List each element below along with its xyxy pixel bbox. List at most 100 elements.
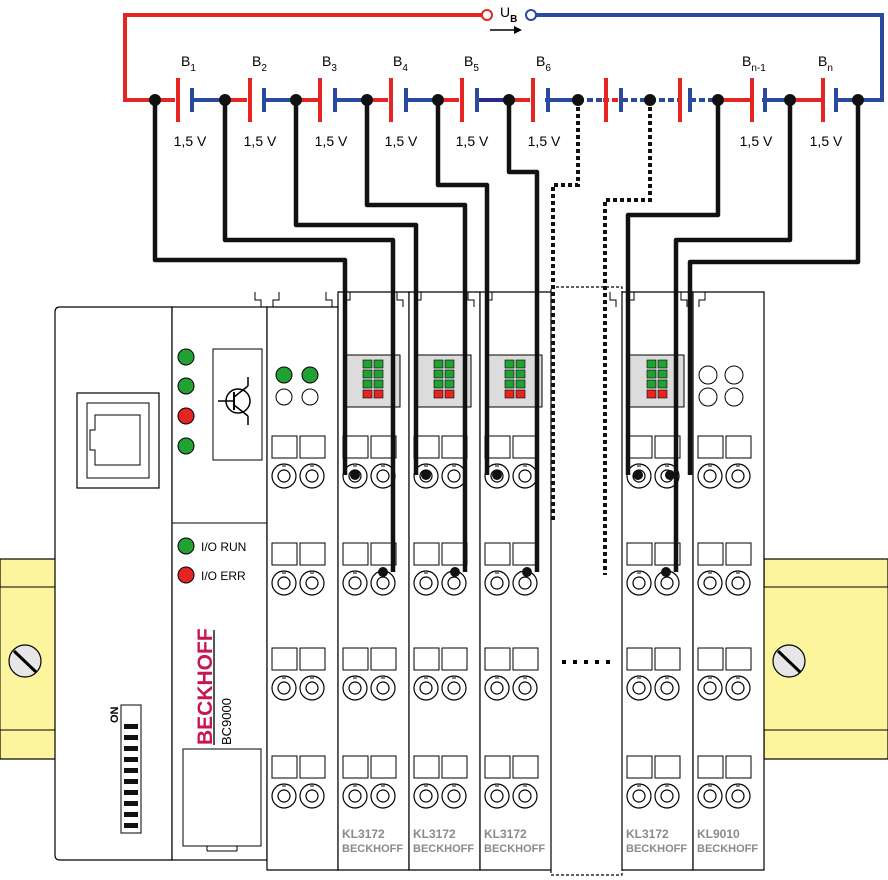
led-channel xyxy=(504,359,515,369)
release-slot[interactable] xyxy=(512,647,539,671)
led-channel xyxy=(657,379,668,389)
release-slot[interactable] xyxy=(654,647,681,671)
release-slot[interactable] xyxy=(271,755,298,779)
terminal-brand: BECKHOFF xyxy=(413,843,474,855)
terminal-model: KL3172 xyxy=(413,827,456,841)
ellipsis-dot xyxy=(595,660,599,664)
release-slot[interactable] xyxy=(299,755,326,779)
release-slot[interactable] xyxy=(342,647,369,671)
sense-wire xyxy=(364,100,468,572)
release-slot[interactable] xyxy=(271,435,298,459)
release-slot[interactable] xyxy=(484,542,511,566)
terminal-brand: BECKHOFF xyxy=(697,843,758,855)
led-channel xyxy=(373,389,384,399)
ethernet-port-icon[interactable] xyxy=(76,392,160,489)
led-channel xyxy=(504,379,515,389)
terminal-brand: BECKHOFF xyxy=(342,843,403,855)
terminal-model: KL3172 xyxy=(484,827,527,841)
release-slot[interactable] xyxy=(512,755,539,779)
led-io-err-label: I/O ERR xyxy=(201,569,246,583)
release-slot[interactable] xyxy=(484,755,511,779)
led-channel xyxy=(444,369,455,379)
release-slot[interactable] xyxy=(697,542,724,566)
power-feed-terminal xyxy=(254,292,339,871)
release-slot[interactable] xyxy=(697,647,724,671)
led-off xyxy=(724,365,744,385)
release-slot[interactable] xyxy=(697,435,724,459)
battery-voltage: 1,5 V xyxy=(174,133,207,149)
release-slot[interactable] xyxy=(271,542,298,566)
supply-terminal-negative xyxy=(525,9,537,21)
led-channel xyxy=(433,359,444,369)
release-slot[interactable] xyxy=(299,435,326,459)
led-channel xyxy=(515,379,526,389)
release-slot[interactable] xyxy=(342,755,369,779)
release-slot[interactable] xyxy=(370,435,397,459)
release-slot[interactable] xyxy=(626,542,653,566)
transistor-icon xyxy=(212,348,263,461)
battery-voltage: 1,5 V xyxy=(315,133,348,149)
sense-wire xyxy=(222,100,396,572)
sense-wire xyxy=(551,100,580,520)
release-slot[interactable] xyxy=(370,647,397,671)
release-slot[interactable] xyxy=(370,542,397,566)
led-channel xyxy=(433,389,444,399)
led-channel xyxy=(515,389,526,399)
release-slot[interactable] xyxy=(626,755,653,779)
release-slot[interactable] xyxy=(512,542,539,566)
release-slot[interactable] xyxy=(370,755,397,779)
led-channel xyxy=(515,369,526,379)
wire-end xyxy=(661,567,671,577)
coupler-cover[interactable] xyxy=(182,748,262,847)
release-slot[interactable] xyxy=(413,542,440,566)
led-power-1 xyxy=(177,348,195,366)
battery-voltage: 1,5 V xyxy=(456,133,489,149)
led-run xyxy=(301,366,319,384)
led-channel xyxy=(657,389,668,399)
release-slot[interactable] xyxy=(413,647,440,671)
wire-end xyxy=(522,567,532,577)
release-slot[interactable] xyxy=(626,435,653,459)
terminal-modules: KL3172BECKHOFFKL3172BECKHOFFKL3172BECKHO… xyxy=(254,286,765,876)
release-slot[interactable] xyxy=(299,647,326,671)
led-power-2 xyxy=(177,377,195,395)
led-run xyxy=(275,366,293,384)
dip-switch-label: ON xyxy=(109,706,121,723)
dip-switch[interactable]: ON xyxy=(109,704,142,834)
bus-coupler: I/O RUN I/O ERR BECKHOFF BC9000 ON xyxy=(54,306,268,861)
release-slot[interactable] xyxy=(271,647,298,671)
led-channel xyxy=(444,389,455,399)
release-slot[interactable] xyxy=(441,647,468,671)
led-channel xyxy=(362,359,373,369)
led-io-run-label: I/O RUN xyxy=(201,540,246,554)
release-slot[interactable] xyxy=(299,542,326,566)
cell-junction xyxy=(149,94,161,106)
led-channel xyxy=(433,369,444,379)
release-slot[interactable] xyxy=(342,542,369,566)
release-slot[interactable] xyxy=(512,435,539,459)
release-slot[interactable] xyxy=(697,755,724,779)
sense-wire xyxy=(506,100,540,572)
led-channel xyxy=(646,379,657,389)
release-slot[interactable] xyxy=(484,647,511,671)
cell-junction xyxy=(852,94,864,106)
release-slot[interactable] xyxy=(725,542,752,566)
din-rail xyxy=(0,558,888,760)
wire-end xyxy=(378,567,388,577)
release-slot[interactable] xyxy=(725,435,752,459)
wire-end xyxy=(350,470,360,480)
release-slot[interactable] xyxy=(725,647,752,671)
release-slot[interactable] xyxy=(725,755,752,779)
release-slot[interactable] xyxy=(654,755,681,779)
terminal-model: KL3172 xyxy=(342,827,385,841)
release-slot[interactable] xyxy=(413,755,440,779)
release-slot[interactable] xyxy=(626,647,653,671)
supply-terminal-positive xyxy=(481,9,493,21)
led-channel xyxy=(444,359,455,369)
release-slot[interactable] xyxy=(441,755,468,779)
cell-junction xyxy=(712,94,724,106)
